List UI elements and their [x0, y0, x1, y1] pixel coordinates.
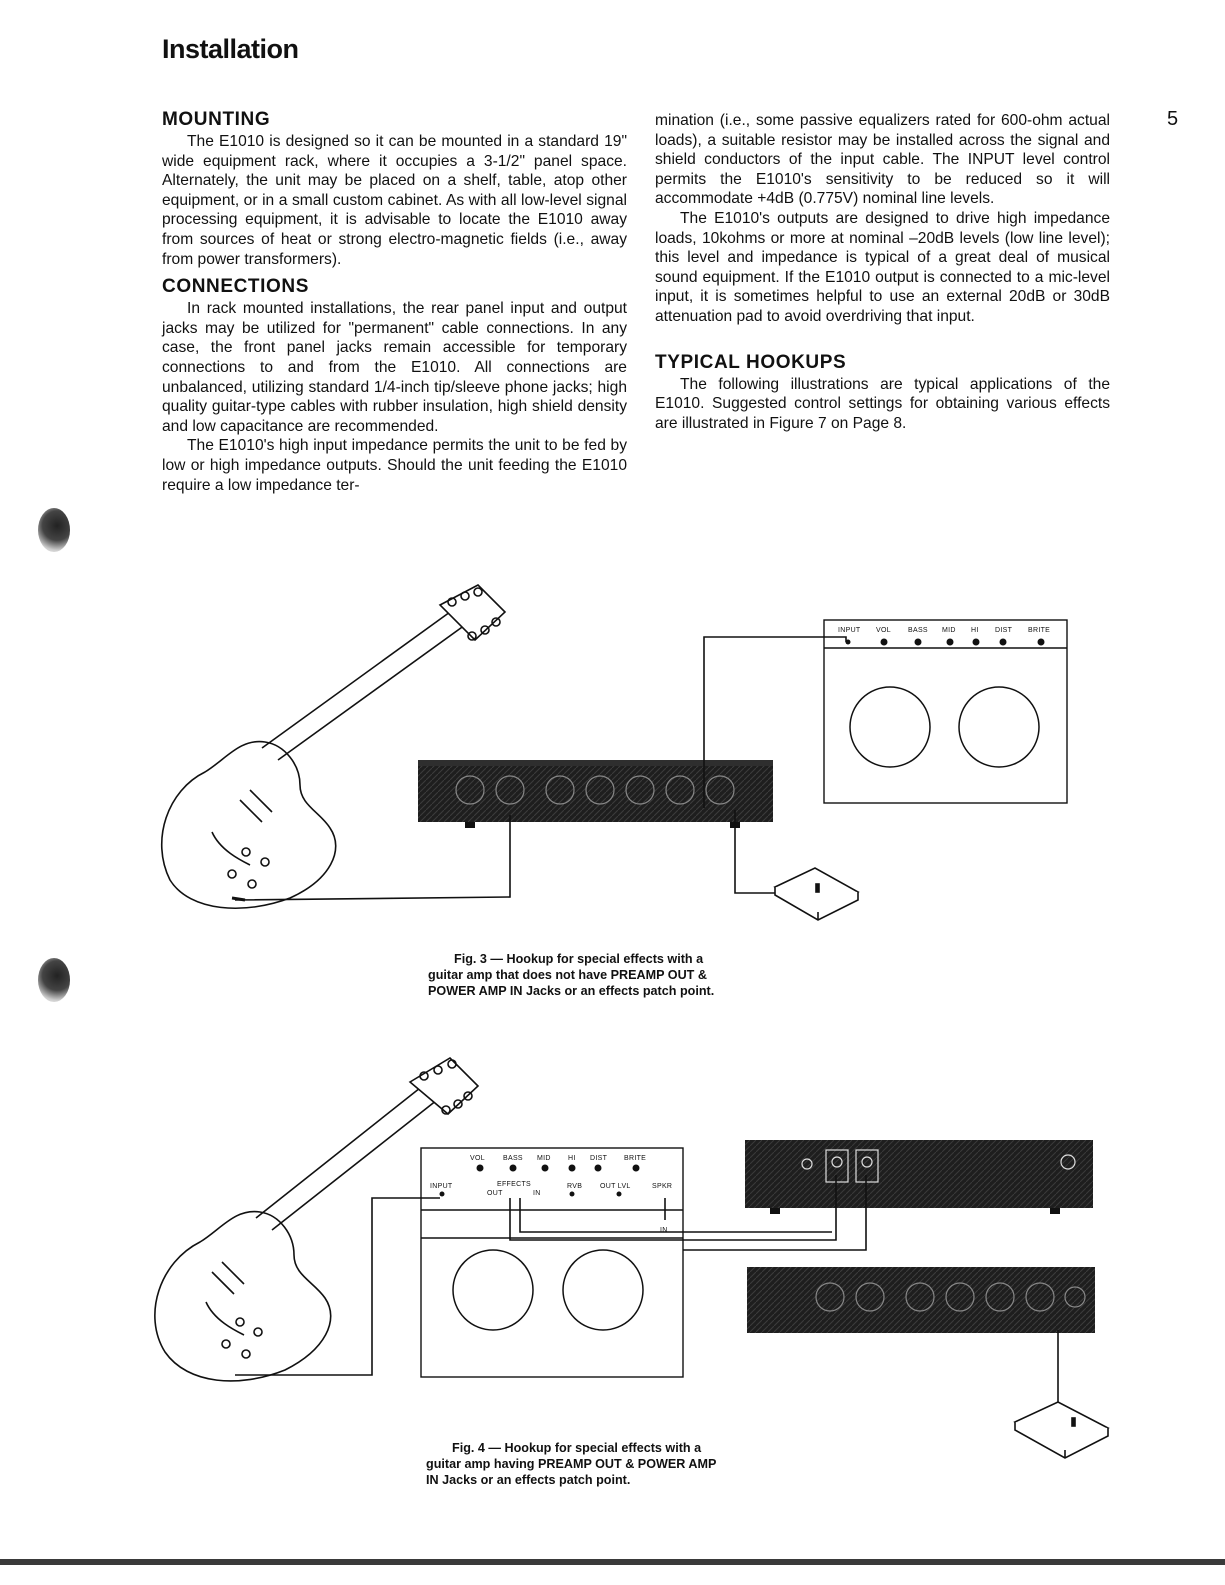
caption-line: Fig. 3 — Hookup for special effects with…: [454, 952, 704, 966]
amp-label-input: INPUT: [430, 1183, 453, 1190]
connections-paragraph-1: In rack mounted installations, the rear …: [162, 300, 627, 435]
patch-cables: [234, 636, 847, 901]
amp-label-spkr: SPKR: [652, 1183, 672, 1190]
footswitch-icon: [773, 867, 860, 921]
amp-label-vol: VOL: [470, 1155, 485, 1162]
caption-line: guitar amp having PREAMP OUT & POWER AMP: [426, 1457, 717, 1471]
figure-4-diagram: VOL BASS MID HI DIST BRITE INPUT EFFECTS…: [154, 1056, 1110, 1459]
outputs-paragraph: The E1010's outputs are designed to driv…: [655, 209, 1110, 325]
typical-hookups-paragraph: The following illustrations are typical …: [655, 375, 1110, 432]
figure-3-diagram: INPUT VOL BASS MID HI DIST BRITE: [161, 584, 1068, 921]
amp-label-bass: BASS: [908, 627, 928, 634]
binder-hole-mark: [38, 508, 70, 552]
amp-label-brite: BRITE: [1028, 627, 1050, 634]
left-column: MOUNTING The E1010 is designed so it can…: [162, 108, 627, 495]
page-number: 5: [1167, 108, 1179, 130]
page-bottom-edge: [0, 1559, 1225, 1565]
caption-line: guitar amp that does not have PREAMP OUT…: [428, 968, 707, 982]
mounting-heading: MOUNTING: [162, 109, 271, 130]
amp-label-brite: BRITE: [624, 1155, 646, 1162]
amp-label-effects-in: IN: [533, 1190, 541, 1197]
electric-guitar-icon: [154, 1056, 480, 1382]
figure-4-caption: Fig. 4 — Hookup for special effects with…: [426, 1440, 806, 1488]
amp-label-mid: MID: [537, 1155, 551, 1162]
electric-guitar-icon: [161, 584, 507, 909]
binder-hole-mark: [38, 958, 70, 1002]
connections-heading: CONNECTIONS: [162, 276, 309, 298]
amp-label-mid: MID: [942, 627, 956, 634]
page-title: Installation: [162, 34, 299, 64]
termination-paragraph: mination (i.e., some passive equalizers …: [655, 112, 1110, 208]
connections-paragraph-2: The E1010's high input impedance permits…: [162, 437, 627, 494]
e1010-rack-unit-front: [418, 760, 773, 828]
amp-label-out-lvl: OUT LVL: [600, 1183, 631, 1190]
amp-label-dist: DIST: [995, 627, 1013, 634]
patch-cables: [235, 1175, 1059, 1420]
caption-line: POWER AMP IN Jacks or an effects patch p…: [428, 984, 715, 998]
amp-label-effects: EFFECTS: [497, 1181, 531, 1188]
amp-label-rvb: RVB: [567, 1183, 582, 1190]
amp-label-bass: BASS: [503, 1155, 523, 1162]
e1010-rack-unit-front: [747, 1267, 1095, 1333]
amp-label-spkr-in: IN: [660, 1227, 668, 1234]
typical-hookups-heading: TYPICAL HOOKUPS: [655, 351, 847, 373]
figure-3-caption: Fig. 3 — Hookup for special effects with…: [428, 951, 798, 999]
right-column: mination (i.e., some passive equalizers …: [655, 111, 1110, 433]
footswitch-icon: [1013, 1401, 1110, 1459]
caption-line: Fig. 4 — Hookup for special effects with…: [452, 1441, 702, 1455]
guitar-amp-cabinet: INPUT VOL BASS MID HI DIST BRITE: [823, 619, 1068, 804]
amp-label-hi: HI: [568, 1155, 576, 1162]
mounting-paragraph: The E1010 is designed so it can be mount…: [162, 133, 627, 268]
amp-label-vol: VOL: [876, 627, 891, 634]
amp-label-dist: DIST: [590, 1155, 608, 1162]
caption-line: IN Jacks or an effects patch point.: [426, 1473, 631, 1487]
power-amp-rear-panel: [745, 1140, 1093, 1214]
guitar-amp-with-effects-loop: VOL BASS MID HI DIST BRITE INPUT EFFECTS…: [420, 1147, 684, 1378]
amp-label-effects-out: OUT: [487, 1190, 503, 1197]
amp-label-hi: HI: [971, 627, 979, 634]
amp-label-input: INPUT: [838, 627, 861, 634]
